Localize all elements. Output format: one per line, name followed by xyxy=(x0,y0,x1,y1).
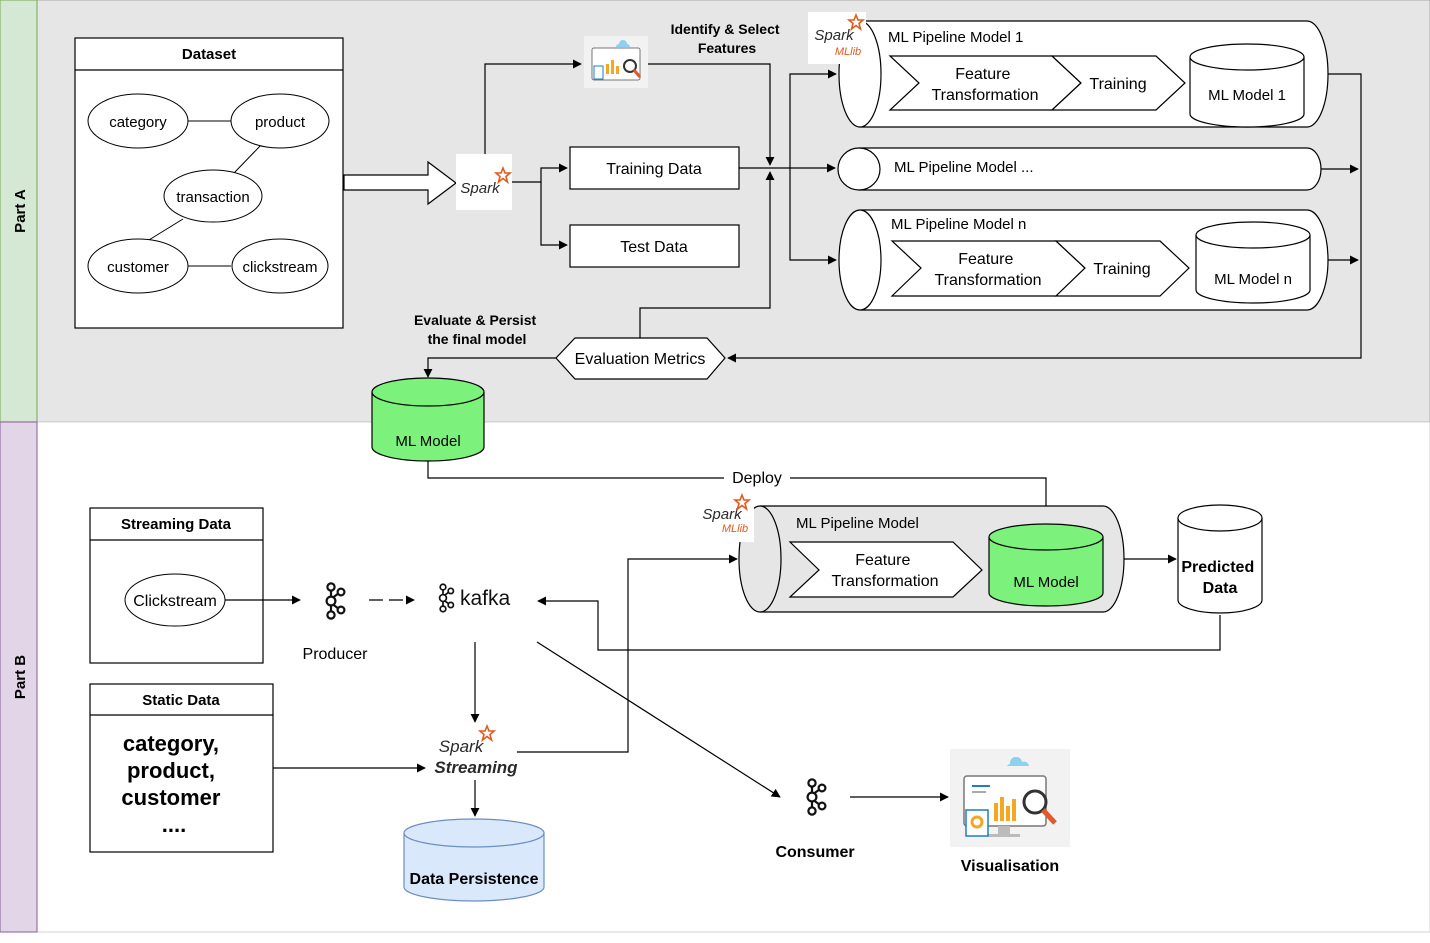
pipeline-mid-title: ML Pipeline Model ... xyxy=(894,159,1034,176)
spark-logo-text: Spark xyxy=(460,180,501,197)
predicted-line2: Data xyxy=(1203,580,1238,597)
mllib-b-spark-text: Spark xyxy=(702,506,743,523)
evaluate-persist-line1: Evaluate & Persist xyxy=(414,312,537,328)
predicted-line1: Predicted xyxy=(1181,559,1254,576)
pipeline-n-feature-label: Feature Transformation xyxy=(935,251,1042,289)
ml-model-store: ML Model xyxy=(371,377,485,462)
entity-clickstream-label: clickstream xyxy=(242,259,317,276)
streaming-title: Streaming Data xyxy=(121,516,232,533)
entity-customer-label: customer xyxy=(107,259,169,276)
part-a-label: Part A xyxy=(12,189,29,233)
deployed-feature-line2: Transformation xyxy=(832,573,939,590)
entity-category-label: category xyxy=(109,114,167,131)
pn-feature-line1: Feature xyxy=(958,251,1013,268)
evaluate-persist-line2: the final model xyxy=(428,331,527,347)
entity-customer xyxy=(87,238,189,294)
static-line-1: category, xyxy=(123,731,219,756)
deployed-model-label: ML Model xyxy=(1013,574,1078,591)
pipeline-1-feature-label: Feature Transformation xyxy=(932,66,1039,104)
training-data-box xyxy=(569,146,740,190)
kafka-logo-icon: kafka xyxy=(438,583,511,613)
visualisation-dashboard-icon xyxy=(950,749,1070,847)
deployed-feature-line1: Feature xyxy=(855,552,910,569)
spark-streaming-streaming: Streaming xyxy=(434,758,518,777)
pn-feature-line2: Transformation xyxy=(935,272,1042,289)
static-line-3: customer xyxy=(121,785,220,810)
spark-logo-icon: Spark xyxy=(456,154,512,210)
part-b-label: Part B xyxy=(12,655,29,699)
static-line-4: .... xyxy=(162,812,186,837)
dataset-title: Dataset xyxy=(182,46,236,63)
entity-product-label: product xyxy=(255,114,306,131)
dashboard-icon xyxy=(584,36,648,88)
predicted-data-store: Predicted Data xyxy=(1177,504,1263,614)
pipeline-n-training-label: Training xyxy=(1093,261,1150,278)
clickstream-label: Clickstream xyxy=(133,593,217,610)
evaluation-metrics-label: Evaluation Metrics xyxy=(575,351,706,368)
spark-streaming-icon: Spark Streaming xyxy=(434,725,518,777)
identify-select-line2: Features xyxy=(698,40,757,56)
data-persistence-store: Data Persistence xyxy=(403,818,545,902)
kafka-text: kafka xyxy=(460,587,511,610)
pipeline-1-training-label: Training xyxy=(1089,76,1146,93)
entity-product xyxy=(230,93,330,149)
static-line-2: product, xyxy=(127,758,215,783)
training-data-label: Training Data xyxy=(606,161,702,178)
pipeline-model-n: ML Pipeline Model n Feature Transformati… xyxy=(838,209,1329,311)
producer-label: Producer xyxy=(303,646,369,663)
ml-model-label: ML Model xyxy=(395,433,460,450)
mllib-text: MLlib xyxy=(835,46,861,58)
streaming-data-box: Streaming Data Clickstream xyxy=(89,507,264,664)
part-b-label-bar xyxy=(0,421,38,933)
evaluate-persist-label: Evaluate & Persist the final model xyxy=(414,312,540,347)
part-b-connectors xyxy=(225,554,1221,817)
static-data-box: Static Data category, product, customer … xyxy=(89,683,274,853)
consumer-label: Consumer xyxy=(775,844,854,861)
test-data-label: Test Data xyxy=(620,239,688,256)
part-a-connectors xyxy=(423,59,1362,378)
test-data-box xyxy=(569,224,740,268)
deployed-feature-label: Feature Transformation xyxy=(832,552,939,590)
pipeline-model-1: ML Pipeline Model 1 Feature Transformati… xyxy=(838,20,1329,128)
pipeline-n-model-label: ML Model n xyxy=(1214,271,1292,288)
p1-feature-line1: Feature xyxy=(955,66,1010,83)
pipeline-1-title: ML Pipeline Model 1 xyxy=(888,29,1023,46)
pipeline-model-mid: ML Pipeline Model ... xyxy=(837,147,1322,191)
entity-transaction-label: transaction xyxy=(176,189,249,206)
entity-clickstream xyxy=(231,238,329,294)
entity-category xyxy=(87,93,189,149)
block-arrow xyxy=(343,160,457,206)
dataset-box: Dataset category product transaction cus… xyxy=(74,37,344,329)
mllib-logo-icon-b: Spark MLlib xyxy=(696,494,754,542)
p1-feature-line2: Transformation xyxy=(932,87,1039,104)
visualisation-label: Visualisation xyxy=(961,858,1059,875)
deployed-pipeline-title: ML Pipeline Model xyxy=(796,515,919,532)
predicted-data-label: Predicted Data xyxy=(1181,559,1258,597)
deploy-label: Deploy xyxy=(732,470,782,487)
static-data-list: category, product, customer .... xyxy=(121,731,226,837)
data-persistence-label: Data Persistence xyxy=(410,871,539,888)
pipeline-n-title: ML Pipeline Model n xyxy=(891,216,1026,233)
identify-select-line1: Identify & Select xyxy=(671,21,780,37)
mllib-logo-icon: Spark MLlib xyxy=(808,12,866,64)
static-title: Static Data xyxy=(142,692,220,709)
mllib-spark-text: Spark xyxy=(814,27,855,44)
pipeline-model-deployed: ML Pipeline Model Feature Transformation… xyxy=(738,505,1125,613)
entity-transaction xyxy=(163,169,263,223)
spark-streaming-spark: Spark xyxy=(439,737,485,756)
mllib-b-text: MLlib xyxy=(722,523,748,535)
identify-select-label: Identify & Select Features xyxy=(671,21,784,56)
pipeline-1-model-label: ML Model 1 xyxy=(1208,87,1286,104)
